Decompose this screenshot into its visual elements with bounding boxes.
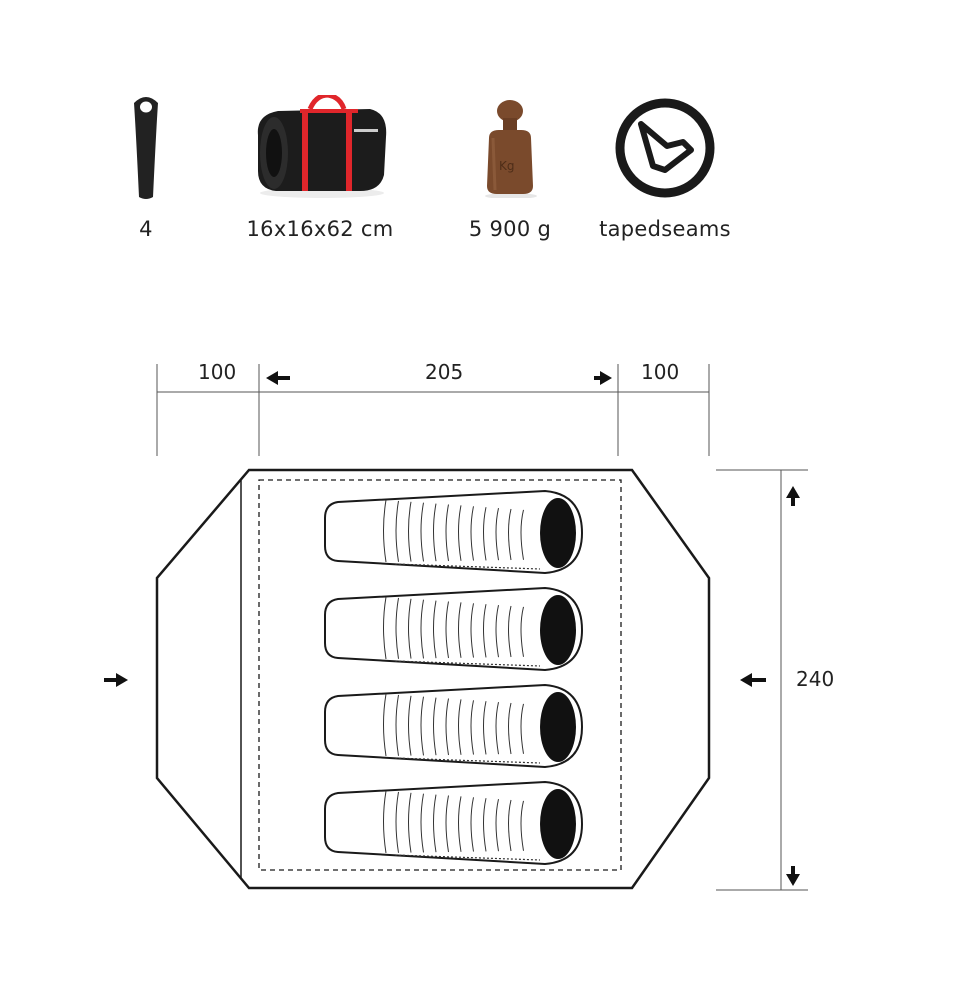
persons-label: 4 [139, 217, 153, 241]
svg-text:Kg: Kg [499, 159, 515, 173]
tent-outline [155, 468, 711, 890]
carry-bag-icon [257, 95, 387, 198]
sleeping-bags [324, 489, 584, 866]
sleeping-bag [324, 586, 584, 672]
dimension-arrows [104, 371, 800, 886]
spec-seams: tapedseams [565, 90, 765, 241]
dim-vestibule-left: 100 [198, 360, 237, 384]
spec-persons: 4 [46, 90, 246, 241]
spec-weight: Kg 5 900 g [410, 90, 610, 241]
sleeping-bag [324, 489, 584, 575]
sleeping-bag [324, 683, 584, 769]
weight-label: 5 900 g [468, 217, 552, 241]
arrow-left-icon [266, 371, 290, 385]
spec-pack-size: 16x16x62 cm [220, 90, 420, 241]
weight-icon: Kg [485, 99, 537, 198]
arrow-entry-left-icon [104, 673, 128, 687]
arrow-right-icon [594, 371, 612, 385]
dim-inner-length: 205 [425, 360, 464, 384]
seams-label: tapedseams [599, 217, 731, 241]
arrow-entry-right-icon [740, 673, 766, 687]
sleeping-bag-icon [134, 96, 158, 199]
pack-size-label: 16x16x62 cm [246, 217, 394, 241]
sleeping-bag [324, 780, 584, 866]
arrow-up-icon [786, 486, 800, 506]
dimension-guides [156, 364, 808, 891]
dim-vestibule-right: 100 [641, 360, 680, 384]
arrow-down-icon [786, 866, 800, 886]
inner-tent [258, 479, 622, 871]
taped-seams-icon [615, 98, 715, 197]
dim-width: 240 [796, 667, 835, 691]
